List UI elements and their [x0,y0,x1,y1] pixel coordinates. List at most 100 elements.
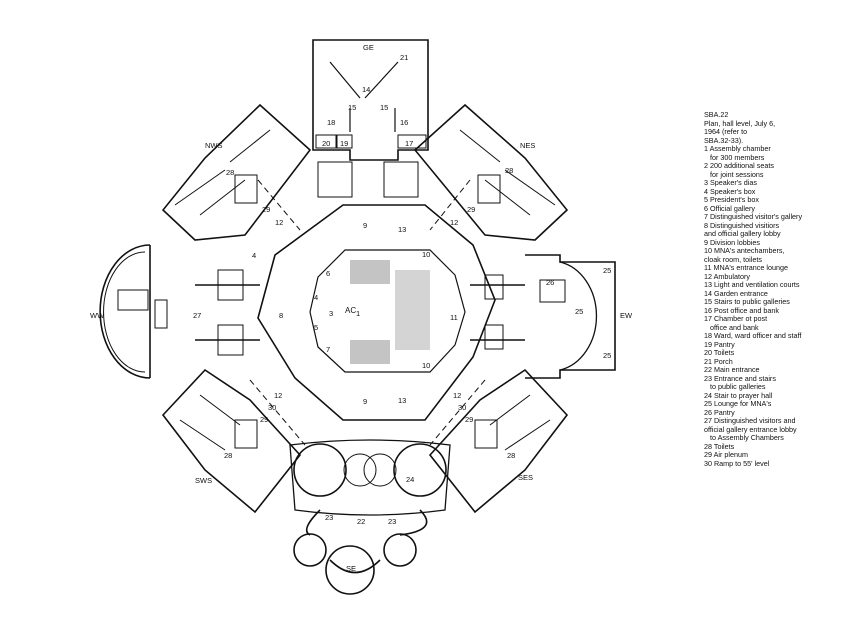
room-13-north: 13 [398,225,406,234]
legend-item: 5 President's box [704,195,759,204]
legend-item: 11 MNA's entrance lounge [704,263,788,272]
seating-rows [350,260,430,364]
room-8: 8 [279,311,283,320]
room-18: 18 [327,118,335,127]
room-16: 16 [400,118,408,127]
legend-item: cloak room, toilets [704,254,762,264]
legend-item: 14 Garden entrance [704,288,768,298]
legend-item: 29 Air plenum [704,450,748,459]
room-10-south: 10 [422,361,430,370]
wing-label-se: SE [346,564,356,573]
room-29-ne: 29 [467,205,475,214]
legend-item: 21 Porch [704,356,733,366]
room-6: 6 [326,269,330,278]
room-12-sw: 12 [274,391,282,400]
room-4-west: 4 [252,251,256,260]
room-9-north: 9 [363,221,367,230]
room-30-west: 30 [268,403,276,412]
legend-item: for joint sessions [704,169,764,179]
center-label: AC [345,306,356,315]
inner-chamber-wall [309,249,466,373]
room-11: 11 [450,313,458,322]
center-subscript: 1 [356,309,360,318]
room-5: 5 [314,323,318,332]
room-25-top: 25 [603,266,611,275]
legend-item: 18 Ward, ward officer and staff [704,331,802,340]
legend-item: 6 Official gallery [704,203,756,213]
room-28-ne: 28 [505,166,513,175]
northeast-wing-outline [413,103,569,241]
room-4: 4 [314,293,318,302]
legend-item: 20 Toilets [704,348,735,357]
wing-label-ew: EW [620,311,633,320]
wing-label-ww: WW [90,311,105,320]
room-10-north: 10 [422,250,430,259]
legend-heading-line: SBA.22 [704,110,729,119]
legend-heading-line: 1964 (refer to [704,127,748,136]
legend-item: 26 Pantry [704,407,735,417]
legend-item: to Assembly Chambers [704,433,784,442]
room-24: 24 [406,475,414,484]
legend: SBA.22 Plan, hall level, July 6, 1964 (r… [704,110,844,468]
room-25-mid: 25 [575,307,583,316]
legend-item: 7 Distinguished visitor's gallery [704,212,803,221]
legend-item: 1 Assembly chamber [704,144,771,153]
wing-label-nws: NWS [205,141,223,150]
room-23-east: 23 [388,517,396,526]
legend-heading-line: SBA.32-33). [704,135,744,145]
legend-item: 15 Stairs to public galleries [704,297,790,306]
legend-item: 16 Post office and bank [704,305,779,315]
southwest-wing-outline [161,368,302,514]
wing-label-nes: NES [520,141,535,150]
wing-label-ses: SES [518,473,533,482]
wing-label-sws: SWS [195,476,212,485]
legend-item: 23 Entrance and stairs [704,373,776,383]
east-wing-outline [525,254,616,379]
legend-item: 30 Ramp to 55' level [704,458,770,468]
legend-item: 28 Toilets [704,441,735,451]
legend-item: 3 Speaker's dias [704,178,757,187]
room-15-right: 15 [380,103,388,112]
room-21: 21 [400,53,408,62]
outer-ambulatory-wall [257,204,496,421]
wing-label-ge: GE [363,43,374,52]
legend-item: 24 Stair to prayer hall [704,390,773,400]
legend-item: for 300 members [704,152,765,162]
room-9-south: 9 [363,397,367,406]
room-20: 20 [322,139,330,148]
room-13-south: 13 [398,396,406,405]
room-29-nw: 29 [262,205,270,214]
west-wing-outline [99,244,151,379]
legend-heading-line: Plan, hall level, July 6, [704,118,776,128]
room-27: 27 [193,311,201,320]
room-23-west: 23 [325,513,333,522]
legend-item: 4 Speaker's box [704,186,756,196]
room-29-sw: 29 [260,415,268,424]
legend-item: 8 Distinguished visitiors [704,220,780,230]
legend-item: 13 Light and ventilation courts [704,280,800,289]
room-29-se: 29 [465,415,473,424]
room-15-left: 15 [348,103,356,112]
room-12-se: 12 [453,391,461,400]
room-30-east: 30 [458,403,466,412]
room-22: 22 [357,517,365,526]
legend-item: 2 200 additional seats [704,161,774,170]
room-14: 14 [362,85,370,94]
room-7: 7 [326,345,330,354]
room-19: 19 [340,139,348,148]
room-28-se: 28 [507,451,515,460]
legend-item: 9 Division lobbies [704,237,760,247]
room-12-nw: 12 [275,218,283,227]
legend-item: 19 Pantry [704,339,735,349]
room-17: 17 [405,139,413,148]
room-25-bottom: 25 [603,351,611,360]
southeast-wing-outline [428,368,569,514]
legend-item: 25 Lounge for MNA's [704,399,772,408]
legend-item: official gallery entrance lobby [704,424,797,434]
legend-item: 17 Chamber ot post [704,314,768,323]
legend-item: 22 Main entrance [704,365,760,374]
room-12-ne: 12 [450,218,458,227]
legend-item: and official gallery lobby [704,229,781,238]
legend-item: 10 MNA's antechambers, [704,246,785,255]
north-wing-outline [312,39,429,161]
